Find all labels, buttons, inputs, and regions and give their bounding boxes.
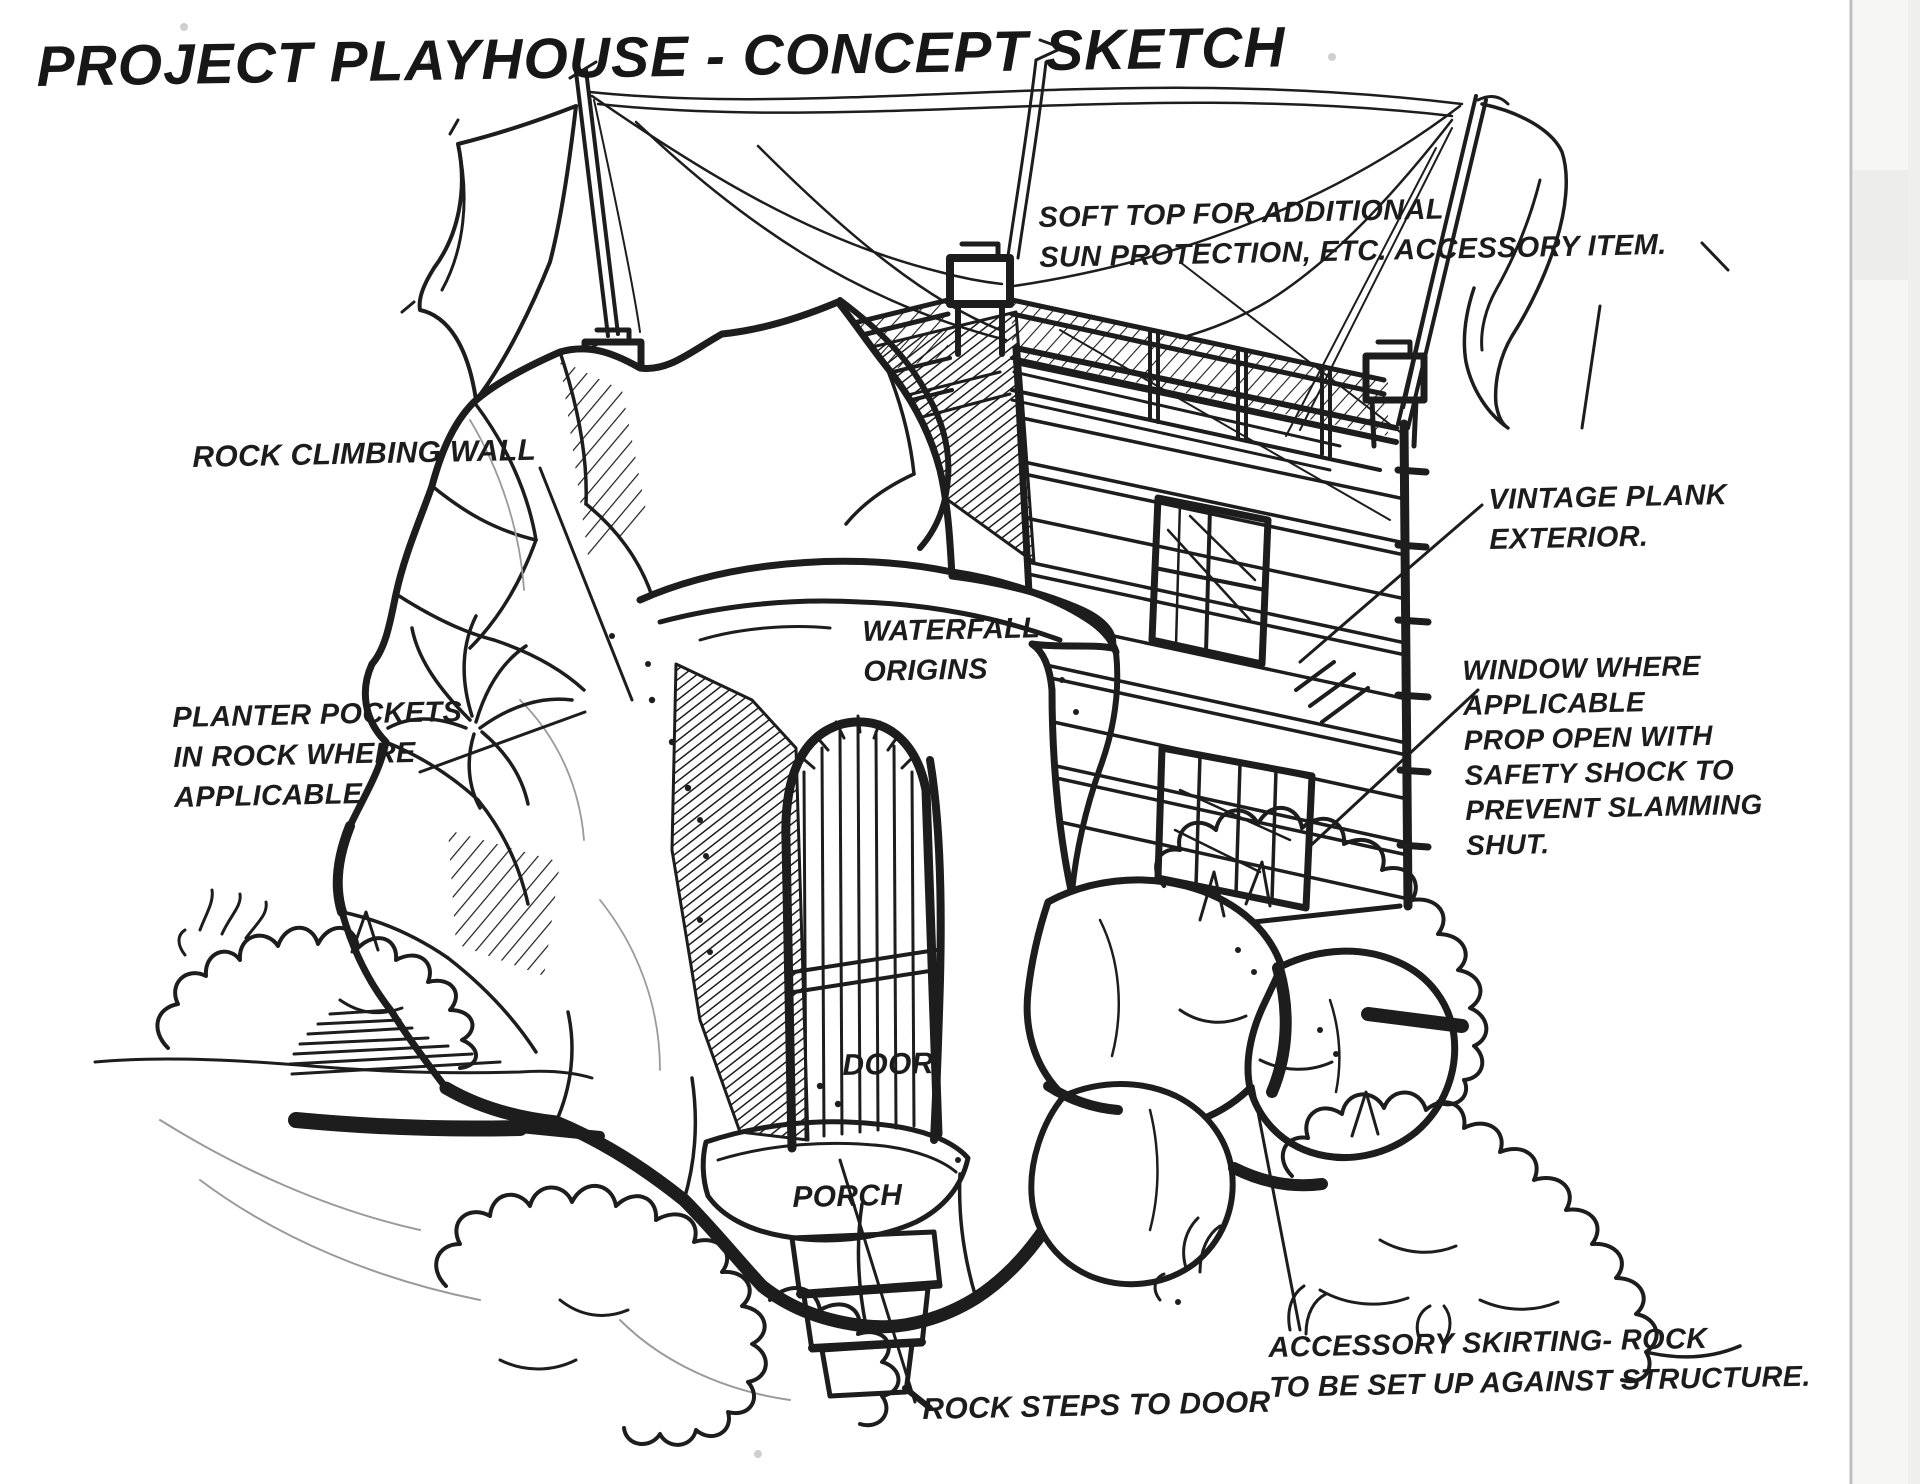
planter-plant-sketch xyxy=(386,614,574,810)
window-upper-sketch xyxy=(1148,494,1272,668)
bushes-sketch xyxy=(155,805,1742,1447)
leader-window xyxy=(1306,688,1480,850)
waterfall-ledge-sketch xyxy=(636,557,1121,895)
climbing-wall-hatch xyxy=(448,830,560,976)
label-window: WINDOW WHERE APPLICABLE PROP OPEN WITH S… xyxy=(1462,650,1763,861)
leader-rock-steps-tick xyxy=(902,1385,933,1411)
label-accessory-skirting: ACCESSORY SKIRTING- ROCK TO BE SET UP AG… xyxy=(1268,1322,1812,1404)
label-rock-steps: ROCK STEPS TO DOOR xyxy=(922,1385,1271,1426)
soft-top-canopy-sketch xyxy=(588,38,1464,437)
leader-planter-pockets xyxy=(418,710,587,774)
label-rock-climbing-wall: ROCK CLIMBING WALL xyxy=(192,433,537,474)
label-porch: PORCH xyxy=(792,1178,903,1214)
label-waterfall-origins: WATERFALL ORIGINS xyxy=(862,612,1041,688)
label-planter-pockets: PLANTER POCKETS IN ROCK WHERE APPLICABLE xyxy=(172,695,463,814)
leader-rock-steps xyxy=(838,1158,917,1404)
leader-lines xyxy=(418,241,1730,1411)
leader-vintage-plank xyxy=(1298,503,1484,664)
leader-rock-climbing-wall xyxy=(538,466,634,702)
leader-soft-top xyxy=(1700,241,1730,272)
door-sketch xyxy=(781,714,945,1153)
leader-accessory-skirting xyxy=(1251,1084,1302,1332)
flag-left xyxy=(400,60,620,402)
porch-sketch xyxy=(700,1119,971,1243)
label-door: DOOR xyxy=(842,1047,934,1082)
label-soft-top: SOFT TOP FOR ADDITIONAL SUN PROTECTION, … xyxy=(1038,193,1667,274)
label-vintage-plank: VINTAGE PLANK EXTERIOR. xyxy=(1488,479,1728,556)
ground-left-sketch xyxy=(93,1008,791,1401)
boulder-skirting-sketch xyxy=(1023,876,1469,1288)
scan-artifacts xyxy=(180,0,1920,1484)
